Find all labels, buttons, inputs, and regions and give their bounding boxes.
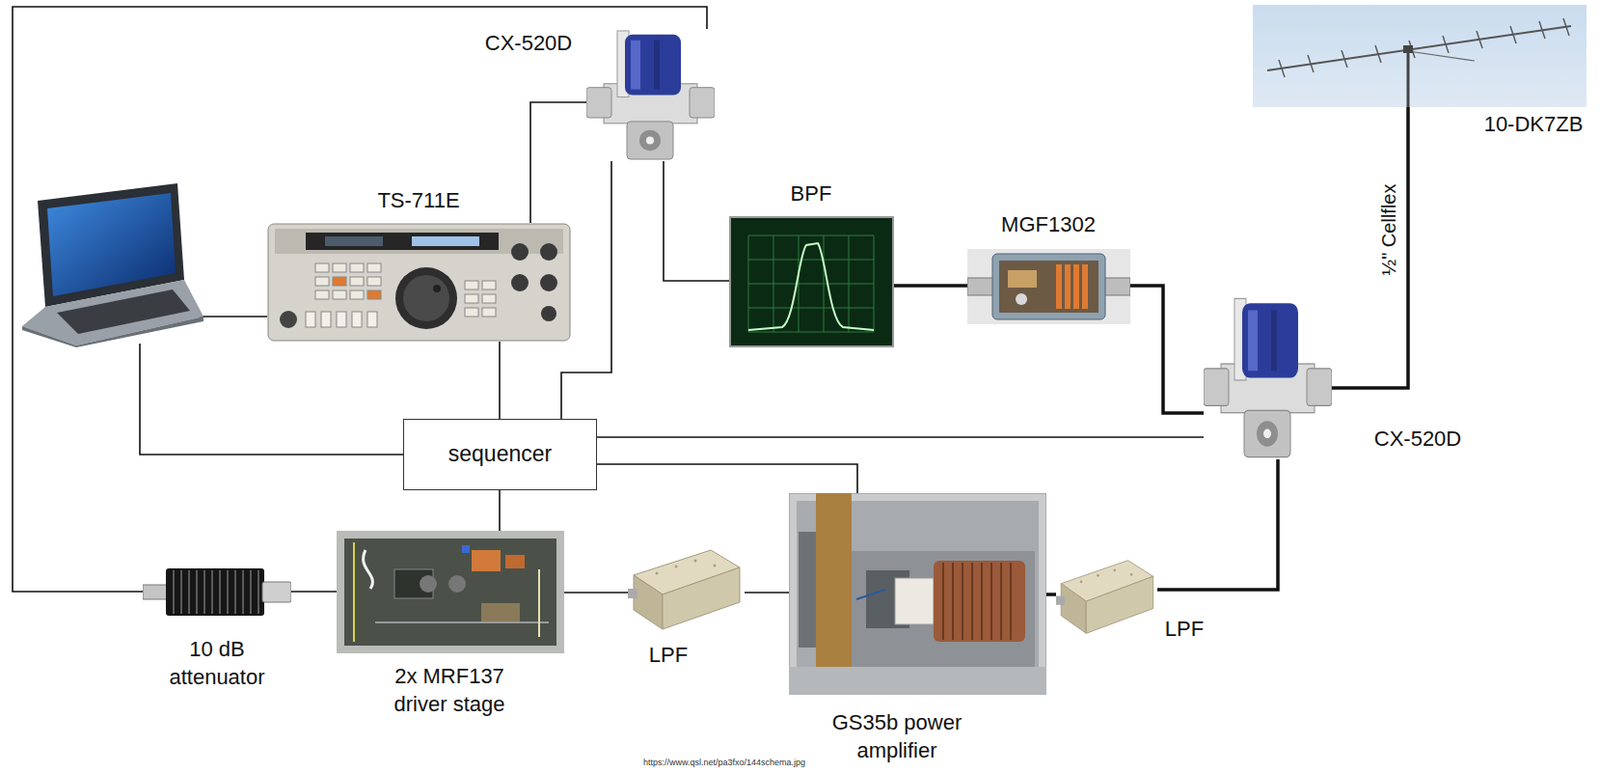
coax-relay: CX-520D: [1203, 296, 1332, 460]
attenuator: 10 dB attenuator: [142, 566, 292, 618]
coax-relay-illustration: [1203, 296, 1332, 460]
node-label: GS35b power amplifier: [819, 708, 975, 764]
attenuator-illustration: [142, 566, 292, 618]
cable-line: [596, 463, 858, 493]
yagi-antenna-illustration: [1252, 4, 1587, 108]
node-label: LPF: [649, 641, 688, 670]
bandpass-filter: BPF: [729, 216, 895, 348]
cable-line: [564, 591, 628, 594]
cable-line: [561, 161, 612, 419]
spectrum-screen-illustration: [729, 216, 895, 348]
power-amplifier-illustration: [788, 492, 1047, 695]
cable-line: [12, 6, 707, 592]
cable-line: [530, 102, 587, 223]
coax-relay-illustration: [586, 28, 715, 162]
source-url: https://www.qsl.net/pa3fxo/144schema.jpg: [643, 757, 806, 767]
lowpass-filter: LPF: [627, 545, 745, 633]
preamplifier-illustration: [967, 248, 1131, 325]
coax-relay: CX-520D: [586, 28, 715, 162]
node-label: MGF1302: [1001, 211, 1096, 240]
transceiver-illustration: [267, 222, 571, 342]
cable-line: [1046, 592, 1057, 597]
node-label: TS-711E: [377, 187, 460, 216]
transceiver: TS-711E: [267, 222, 571, 342]
cable-label: ½" Cellflex: [1378, 184, 1401, 276]
node-label: CX-520D: [1374, 425, 1462, 454]
node-label: BPF: [790, 180, 833, 209]
yagi-antenna: 10-DK7ZB: [1252, 4, 1587, 108]
node-label: CX-520D: [485, 29, 572, 58]
power-amplifier: GS35b power amplifier: [788, 492, 1047, 695]
cable-line: [744, 591, 789, 594]
node-label: 10 dB attenuator: [154, 635, 280, 691]
node-label: sequencer: [448, 439, 552, 469]
cable-line: [1130, 285, 1204, 413]
cable-line: [498, 489, 501, 531]
node-label: LPF: [1165, 615, 1204, 644]
lowpass-filter-illustration: [627, 545, 745, 633]
driver-amplifier: 2x MRF137 driver stage: [336, 530, 565, 653]
cable-line: [291, 590, 337, 593]
laptop-illustration: [18, 181, 205, 348]
driver-board-illustration: [336, 530, 565, 653]
lowpass-filter: LPF: [1056, 556, 1158, 637]
cable-line: [498, 341, 501, 419]
cable-line: [596, 435, 1204, 438]
sequencer-box: sequencer: [403, 418, 597, 490]
cable-line: [1157, 459, 1278, 590]
cable-line: [663, 161, 730, 281]
cable-line: [894, 283, 968, 288]
node-label: 10-DK7ZB: [1484, 110, 1584, 139]
cable-line: [1331, 107, 1409, 388]
lowpass-filter-illustration: [1056, 556, 1158, 637]
node-label: 2x MRF137 driver stage: [377, 662, 522, 718]
preamplifier: MGF1302: [967, 248, 1131, 325]
